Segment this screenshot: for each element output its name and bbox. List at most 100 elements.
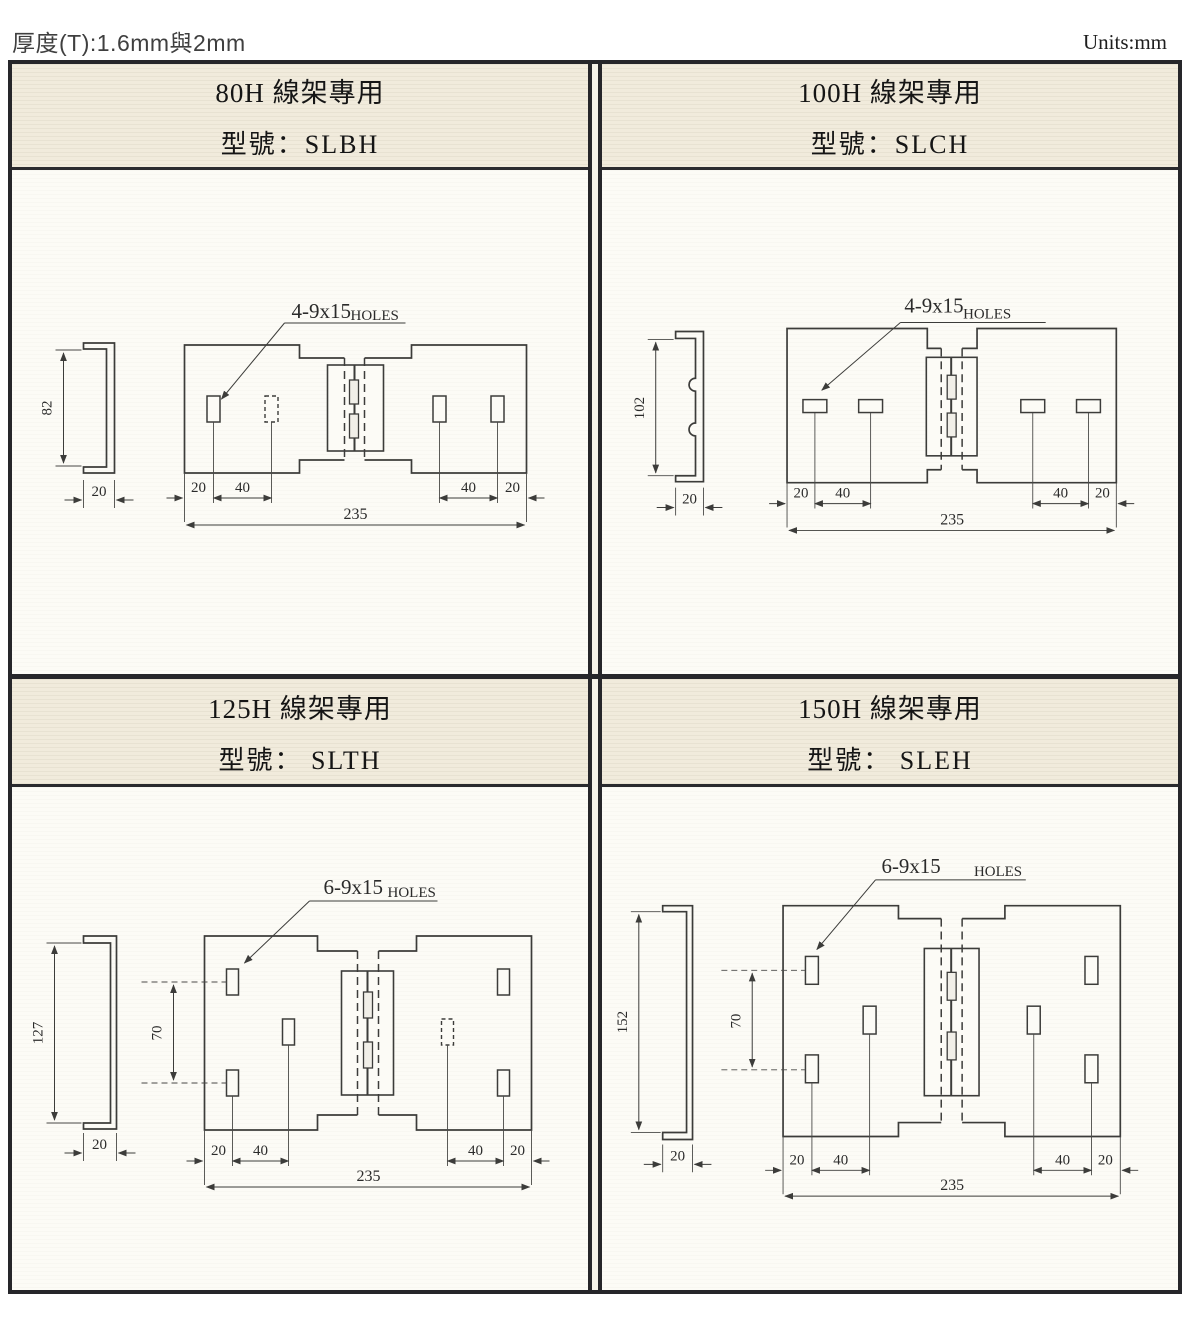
hinge-dashed-lines	[356, 951, 380, 1115]
side-profile-outline	[82, 935, 118, 1130]
svg-text:4-9x15: 4-9x15	[292, 299, 352, 323]
horizontal-divider	[12, 674, 1178, 679]
dim-side-width: 20	[643, 1144, 712, 1173]
side-profile-outline	[674, 330, 705, 483]
hinge-dashed-lines	[940, 348, 963, 470]
svg-text:20: 20	[794, 486, 809, 502]
svg-text:HOLES: HOLES	[963, 307, 1011, 323]
panel-100h-title: 100H 線架專用	[798, 77, 982, 108]
dim-total-width: 235	[788, 511, 1116, 534]
svg-text:40: 40	[833, 1152, 848, 1168]
right-plate-outline	[364, 344, 528, 474]
panel-80h-drawing-area: 82 20	[12, 170, 588, 674]
svg-text:82: 82	[40, 401, 56, 416]
slot-hole	[206, 395, 221, 423]
panel-100h-drawing-area: 102 20	[602, 170, 1178, 674]
panel-150h-header: 150H 線架專用 型號： SLEH	[602, 679, 1178, 787]
drawing-sheet-frame: 80H 線架專用 型號：SLBH 82	[8, 60, 1182, 1294]
svg-text:20: 20	[790, 1152, 805, 1168]
svg-text:HOLES: HOLES	[351, 308, 399, 324]
dim-row-pitch: 70	[141, 981, 227, 1084]
slot-hole	[804, 1054, 820, 1084]
slot-hole	[432, 395, 447, 423]
slot-hole	[264, 395, 279, 423]
extension-lines	[786, 413, 1117, 528]
svg-text:40: 40	[468, 1143, 483, 1159]
thickness-note: 厚度(T):1.6mm與2mm	[12, 30, 246, 56]
side-profile-outline	[661, 904, 694, 1141]
svg-text:70: 70	[150, 1026, 166, 1041]
dim-row-pitch: 70	[721, 969, 805, 1071]
svg-text:20: 20	[211, 1143, 226, 1159]
side-profile-outline	[82, 342, 116, 474]
units-label: Units:mm	[1082, 30, 1167, 54]
slot-hole	[862, 1005, 877, 1035]
dim-side-height: 102	[632, 338, 674, 477]
svg-text:6-9x15: 6-9x15	[324, 875, 384, 899]
vertical-divider	[588, 679, 602, 1290]
svg-text:20: 20	[682, 492, 697, 508]
panel-80h-model: 型號：SLBH	[220, 129, 380, 159]
hinge-knuckle	[362, 991, 374, 1019]
left-plate-outline	[203, 935, 358, 1131]
right-plate-outline	[378, 935, 533, 1131]
slot-hole	[281, 1018, 296, 1046]
panel-125h-model: 型號： SLTH	[218, 745, 382, 775]
svg-text:6-9x15: 6-9x15	[882, 854, 941, 878]
svg-text:102: 102	[632, 397, 648, 419]
panel-80h-header: 80H 線架專用 型號：SLBH	[12, 64, 588, 170]
slot-hole	[1075, 398, 1102, 414]
panel-100h-header: 100H 線架專用 型號：SLCH	[602, 64, 1178, 170]
hinge-knuckle	[348, 413, 360, 439]
slot-hole	[225, 968, 240, 996]
svg-text:40: 40	[235, 480, 250, 496]
slot-hole	[1084, 1054, 1099, 1084]
dim-side-height: 152	[615, 911, 661, 1133]
svg-text:20: 20	[191, 480, 206, 496]
slot-hole	[1084, 955, 1099, 986]
svg-text:40: 40	[253, 1143, 268, 1159]
svg-text:40: 40	[1053, 486, 1068, 502]
slot-hole	[440, 1018, 455, 1046]
panel-80h-title: 80H 線架專用	[215, 77, 385, 108]
hinge-dashed-lines	[343, 358, 366, 460]
hinge-knuckle	[946, 1031, 957, 1061]
dim-total-width: 235	[784, 1177, 1120, 1200]
dim-hole-spacing: 20 40 40 20	[186, 1143, 550, 1165]
slot-hole	[496, 1069, 511, 1097]
panel-125h-drawing-area: 127 20	[12, 787, 588, 1290]
extension-lines	[782, 1034, 1121, 1195]
svg-text:235: 235	[940, 511, 964, 528]
left-plate-outline	[786, 327, 942, 484]
panel-125h-slth: 125H 線架專用 型號： SLTH 127	[12, 679, 588, 1290]
svg-text:20: 20	[92, 484, 107, 500]
panel-100h-slch: 100H 線架專用 型號：SLCH 102	[602, 64, 1178, 674]
svg-text:20: 20	[1095, 486, 1110, 502]
panel-150h-sleh: 150H 線架專用 型號： SLEH 152	[602, 679, 1178, 1290]
svg-text:235: 235	[344, 506, 368, 523]
svg-text:20: 20	[670, 1148, 685, 1164]
svg-text:152: 152	[615, 1011, 631, 1033]
slot-hole	[804, 955, 820, 986]
dim-side-width: 20	[64, 480, 134, 508]
extension-lines	[204, 1045, 532, 1185]
hinge-knuckle	[946, 412, 957, 438]
svg-text:127: 127	[31, 1021, 47, 1044]
svg-text:40: 40	[1055, 1152, 1070, 1168]
panel-80h-drawing: 82 20	[40, 299, 545, 529]
right-plate-outline	[962, 327, 1118, 484]
slot-hole	[802, 398, 828, 414]
svg-text:20: 20	[510, 1143, 525, 1159]
slot-hole	[225, 1069, 240, 1097]
hinge-knuckle	[348, 379, 360, 405]
left-plate-outline	[782, 904, 942, 1138]
panel-150h-drawing: 152 20	[615, 854, 1139, 1200]
slot-hole	[496, 968, 511, 996]
svg-text:20: 20	[1098, 1152, 1113, 1168]
hinge-knuckle	[362, 1041, 374, 1069]
svg-text:4-9x15: 4-9x15	[904, 294, 963, 318]
dim-side-height: 127	[31, 942, 82, 1124]
dim-side-height: 82	[40, 349, 82, 467]
vertical-divider	[588, 64, 602, 674]
